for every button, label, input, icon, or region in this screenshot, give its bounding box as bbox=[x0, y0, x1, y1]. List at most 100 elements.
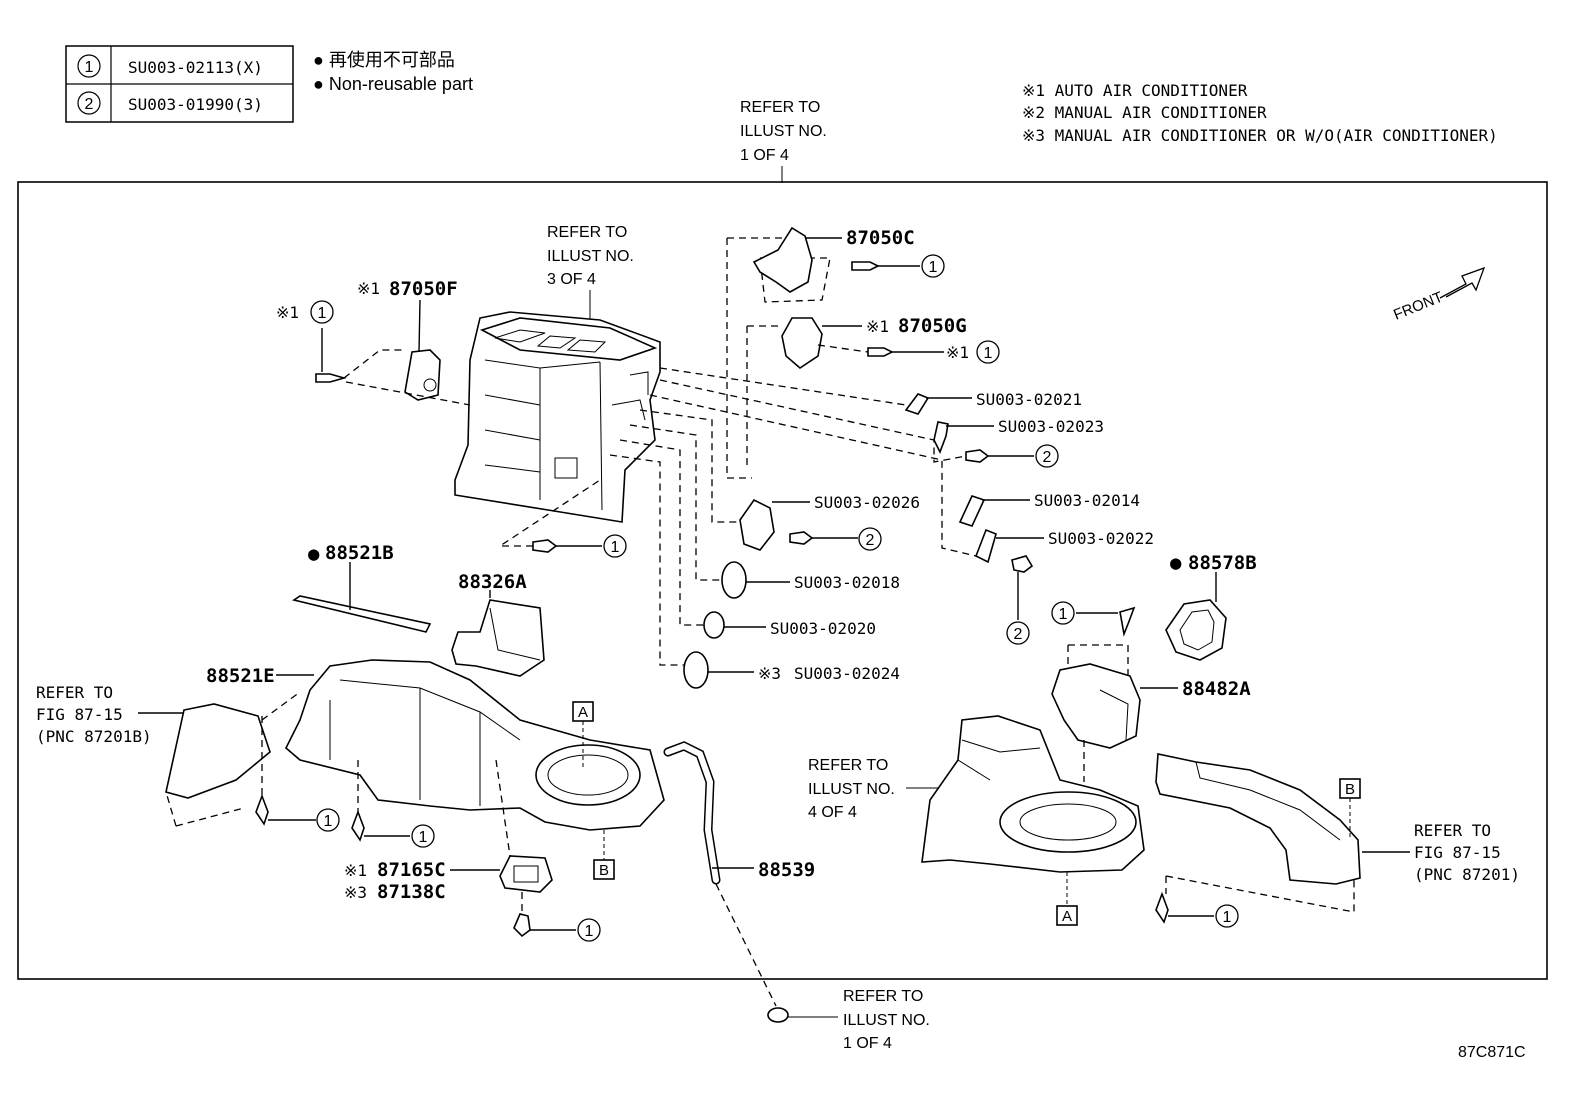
svg-text:A: A bbox=[578, 704, 588, 721]
label-88521e: 88326A bbox=[458, 571, 527, 593]
legend-row-1-code: SU003-02113(X) bbox=[128, 58, 263, 77]
note-2: ※2 MANUAL AIR CONDITIONER bbox=[1022, 103, 1267, 122]
svg-text:REFER TO: REFER TO bbox=[1414, 821, 1491, 840]
nonreusable-en: ● Non-reusable part bbox=[313, 74, 473, 94]
svg-text:SU003-02022: SU003-02022 bbox=[1048, 529, 1154, 548]
svg-text:2: 2 bbox=[1014, 626, 1023, 643]
svg-text:(PNC 87201B): (PNC 87201B) bbox=[36, 727, 152, 746]
heater-unit-case bbox=[454, 311, 661, 523]
svg-text:●: ● bbox=[308, 543, 320, 565]
svg-text:※1: ※1 bbox=[357, 279, 380, 298]
ref-top: REFER TO ILLUST NO. 1 OF 4 bbox=[740, 99, 827, 183]
svg-text:1 OF 4: 1 OF 4 bbox=[843, 1035, 892, 1052]
svg-text:※1: ※1 bbox=[866, 317, 889, 336]
label-87050g: 87050G bbox=[898, 315, 967, 337]
legend-row-2-code: SU003-01990(3) bbox=[128, 95, 263, 114]
svg-text:SU003-02023: SU003-02023 bbox=[998, 417, 1104, 436]
link-02020 bbox=[703, 611, 766, 639]
svg-text:3 OF 4: 3 OF 4 bbox=[547, 271, 596, 288]
drain-hose-88539 bbox=[663, 741, 789, 1023]
label-88578b: 88578B bbox=[1188, 552, 1257, 574]
link-02026 bbox=[739, 498, 810, 551]
svg-text:1 OF 4: 1 OF 4 bbox=[740, 147, 789, 164]
svg-text:SU003-02018: SU003-02018 bbox=[794, 573, 900, 592]
duct-88482a bbox=[1051, 644, 1178, 782]
svg-text:1: 1 bbox=[611, 539, 620, 556]
svg-text:B: B bbox=[1345, 781, 1355, 798]
resistor-87165c bbox=[450, 759, 553, 893]
svg-text:REFER TO: REFER TO bbox=[547, 224, 627, 241]
diagram-frame bbox=[17, 181, 1548, 980]
legend-row-2-num: 2 bbox=[85, 96, 94, 113]
duct-88326a bbox=[451, 590, 545, 677]
svg-text:●: ● bbox=[1170, 552, 1182, 574]
link-02018 bbox=[721, 561, 790, 599]
svg-text:REFER TO: REFER TO bbox=[808, 757, 888, 774]
lever-02023 bbox=[933, 421, 994, 454]
lever-02014 bbox=[958, 495, 1030, 527]
svg-text:※3: ※3 bbox=[758, 664, 781, 683]
svg-text:REFER TO: REFER TO bbox=[843, 988, 923, 1005]
svg-text:1: 1 bbox=[984, 345, 993, 362]
label-87050f: 87050F bbox=[389, 278, 458, 300]
front-label: FRONT bbox=[1391, 289, 1445, 324]
svg-text:ILLUST NO.: ILLUST NO. bbox=[808, 781, 895, 798]
svg-text:1: 1 bbox=[324, 813, 333, 830]
svg-text:FIG 87-15: FIG 87-15 bbox=[1414, 843, 1501, 862]
label-88521e: 88521E bbox=[206, 665, 275, 687]
servo-87050f bbox=[404, 299, 441, 401]
blower-housing bbox=[921, 715, 1145, 873]
svg-text:A: A bbox=[1062, 908, 1072, 925]
svg-text:※1: ※1 bbox=[276, 303, 299, 322]
svg-text:SU003-02021: SU003-02021 bbox=[976, 390, 1082, 409]
front-arrow-icon: FRONT bbox=[1391, 266, 1486, 324]
svg-text:SU003-02020: SU003-02020 bbox=[770, 619, 876, 638]
link-02024 bbox=[683, 651, 754, 689]
svg-text:ILLUST NO.: ILLUST NO. bbox=[547, 248, 634, 265]
svg-text:87165C: 87165C bbox=[377, 859, 446, 881]
svg-text:1: 1 bbox=[585, 923, 594, 940]
svg-text:1: 1 bbox=[419, 829, 428, 846]
label-87050c: 87050C bbox=[846, 227, 915, 249]
screw-icon bbox=[315, 373, 347, 383]
legend-table: 1 SU003-02113(X) 2 SU003-01990(3) bbox=[65, 45, 294, 123]
seal-strip-88521b bbox=[292, 562, 432, 633]
svg-text:1: 1 bbox=[318, 305, 327, 322]
blower-case-88521e bbox=[276, 659, 665, 831]
svg-text:SU003-02024: SU003-02024 bbox=[794, 664, 900, 683]
svg-text:B: B bbox=[599, 862, 609, 879]
svg-text:87138C: 87138C bbox=[377, 881, 446, 903]
ref-right: REFER TO FIG 87-15 (PNC 87201) bbox=[1362, 821, 1520, 884]
lever-02022 bbox=[974, 528, 1044, 564]
svg-text:REFER TO: REFER TO bbox=[36, 683, 113, 702]
svg-text:REFER TO: REFER TO bbox=[740, 99, 820, 116]
svg-text:ILLUST NO.: ILLUST NO. bbox=[843, 1012, 930, 1029]
ref-bottom: REFER TO ILLUST NO. 1 OF 4 bbox=[788, 988, 930, 1052]
svg-text:※3: ※3 bbox=[344, 883, 367, 902]
figure-id: 87C871C bbox=[1458, 1044, 1526, 1061]
duct-left bbox=[165, 691, 301, 827]
svg-text:4 OF 4: 4 OF 4 bbox=[808, 804, 857, 821]
nonreusable-jp: ● 再使用不可部品 bbox=[313, 50, 455, 70]
svg-text:1: 1 bbox=[929, 259, 938, 276]
servo-87050g bbox=[746, 317, 869, 470]
svg-text:(PNC 87201): (PNC 87201) bbox=[1414, 865, 1520, 884]
svg-text:2: 2 bbox=[866, 532, 875, 549]
svg-text:SU003-02014: SU003-02014 bbox=[1034, 491, 1140, 510]
lever-02021 bbox=[904, 393, 972, 415]
seal-88578b bbox=[1165, 572, 1227, 661]
svg-text:SU003-02026: SU003-02026 bbox=[814, 493, 920, 512]
legend-row-1-num: 1 bbox=[85, 59, 94, 76]
svg-text:1: 1 bbox=[1059, 606, 1068, 623]
servo-87050c bbox=[726, 226, 842, 479]
svg-text:1: 1 bbox=[1223, 909, 1232, 926]
label-88521b: 88521B bbox=[325, 542, 394, 564]
svg-text:2: 2 bbox=[1043, 449, 1052, 466]
svg-text:※1: ※1 bbox=[344, 861, 367, 880]
ref-4-of-4: REFER TO ILLUST NO. 4 OF 4 bbox=[808, 757, 952, 821]
note-3: ※3 MANUAL AIR CONDITIONER OR W/O(AIR CON… bbox=[1022, 126, 1498, 145]
svg-text:FIG 87-15: FIG 87-15 bbox=[36, 705, 123, 724]
duct-right bbox=[1155, 753, 1361, 885]
label-88482a: 88482A bbox=[1182, 678, 1251, 700]
